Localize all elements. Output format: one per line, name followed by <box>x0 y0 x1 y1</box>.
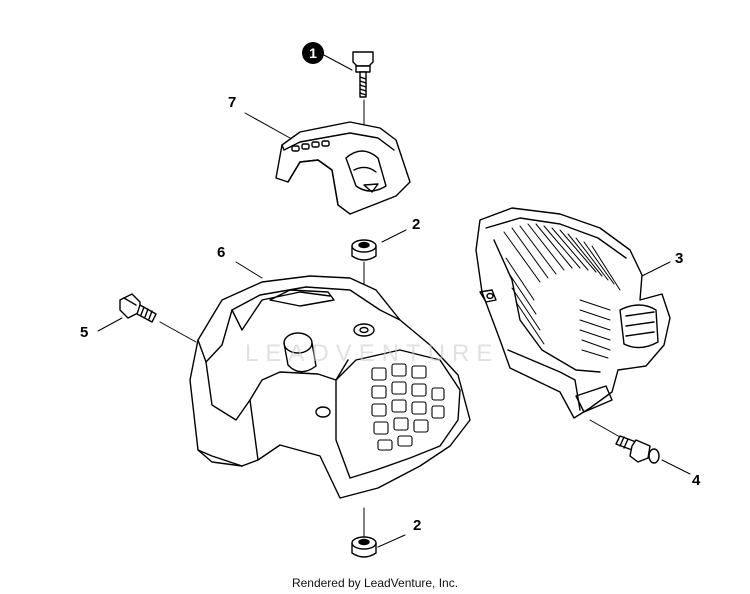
part-side-shroud-3 <box>475 207 671 419</box>
part-grommet-2-top <box>351 239 377 261</box>
callout-7: 7 <box>228 94 237 111</box>
callout-2-bottom: 2 <box>413 517 422 534</box>
main-cover-grille <box>371 363 445 451</box>
part-bolt-1 <box>352 51 374 98</box>
footer-credit: Rendered by LeadVenture, Inc. <box>291 576 459 590</box>
part-bolt-5 <box>119 293 157 323</box>
callout-5: 5 <box>80 324 89 341</box>
part-main-cover-6 <box>189 275 471 499</box>
leader-lines <box>97 53 691 548</box>
callout-6: 6 <box>217 244 226 261</box>
side-shroud-vents <box>503 223 621 359</box>
callout-2-top: 2 <box>412 216 421 233</box>
callout-3: 3 <box>675 250 684 267</box>
watermark-text: LEADVENTURE <box>245 340 500 367</box>
callout-1: 1 <box>302 42 324 64</box>
part-bolt-4 <box>615 435 660 464</box>
part-top-cover-7 <box>275 121 411 215</box>
part-grommet-2-bottom <box>351 536 377 558</box>
callout-4: 4 <box>692 472 701 489</box>
